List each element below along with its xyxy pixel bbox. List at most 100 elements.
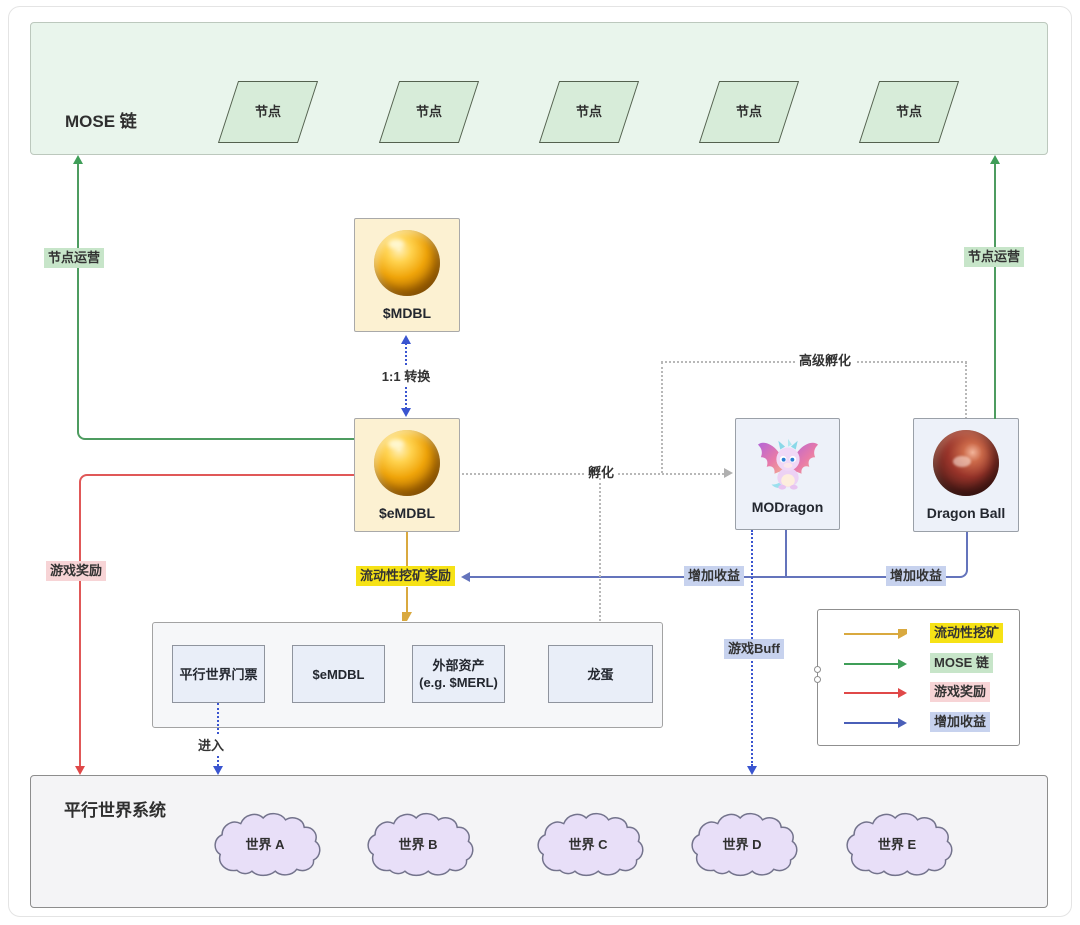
- arrow-up-icon: [401, 335, 411, 344]
- hatch-egg-line: [599, 478, 601, 645]
- game-rewards-line: [79, 474, 354, 766]
- world-label: 世界 A: [245, 837, 285, 852]
- boost-left-label: 增加收益: [684, 566, 745, 586]
- emdbl-box: $eMDBL: [354, 418, 460, 532]
- modragon-label: MODragon: [751, 499, 824, 515]
- boost-line-modragon: [785, 530, 787, 577]
- cloud-icon: [214, 812, 321, 877]
- cloud-icon: [537, 812, 644, 877]
- cloud-world-d: 世界 D: [686, 808, 798, 884]
- node-operation-right-line: [994, 157, 996, 419]
- node-label: 节点: [735, 104, 762, 119]
- game-buff-label: 游戏Buff: [724, 639, 784, 659]
- legend-handle-icon: [814, 676, 821, 683]
- arrow-down-icon: [213, 766, 223, 775]
- node-label: 节点: [415, 104, 442, 119]
- dragonball-label: Dragon Ball: [926, 504, 1006, 521]
- arrow-right-icon: [724, 468, 733, 478]
- cloud-world-e: 世界 E: [841, 808, 953, 884]
- gold-orb-icon: [374, 229, 440, 296]
- asset-label: 外部资产: [432, 658, 485, 673]
- world-label: 世界 C: [568, 837, 608, 852]
- mdbl-label: $MDBL: [382, 304, 432, 321]
- arrow-down-icon: [401, 408, 411, 417]
- legend-row: MOSE 链: [818, 653, 1019, 675]
- cloud-icon: [846, 812, 953, 877]
- legend-arrowhead-icon: [898, 659, 907, 669]
- node-operation-right-label: 节点运营: [964, 247, 1025, 267]
- arrow-up-icon: [73, 155, 83, 164]
- advanced-hatch-label: 高级孵化: [795, 351, 856, 371]
- mose-chain-title: MOSE 链: [65, 112, 137, 131]
- legend-arrowhead-icon: [898, 718, 907, 728]
- node-parallelogram: 节点: [858, 81, 960, 143]
- asset-label: 平行世界门票: [179, 666, 258, 682]
- enter-label: 进入: [194, 736, 229, 756]
- legend-arrowhead-icon: [898, 629, 907, 639]
- legend-arrow-icon: [844, 633, 898, 635]
- node-label: 节点: [575, 104, 602, 119]
- cloud-world-b: 世界 B: [362, 808, 474, 884]
- legend-row: 增加收益: [818, 712, 1019, 734]
- asset-box-external: 外部资产 (e.g. $MERL): [412, 645, 505, 703]
- node-parallelogram: 节点: [538, 81, 640, 143]
- asset-box-ticket: 平行世界门票: [172, 645, 265, 703]
- legend-label: 流动性挖矿: [930, 623, 1004, 643]
- node-label: 节点: [895, 104, 922, 119]
- legend-arrow-icon: [844, 722, 898, 724]
- modragon-box: MODragon: [735, 418, 840, 530]
- dragon-icon: [757, 438, 818, 490]
- mdbl-box: $MDBL: [354, 218, 460, 332]
- legend-arrow-icon: [844, 692, 898, 694]
- card-border: [8, 6, 1072, 917]
- world-system-title: 平行世界系统: [64, 801, 166, 820]
- boost-line-dragonball: [944, 530, 968, 578]
- liquidity-line: [406, 532, 408, 567]
- cloud-world-a: 世界 A: [209, 808, 321, 884]
- world-label: 世界 D: [722, 837, 762, 852]
- cloud-icon: [367, 812, 474, 877]
- legend-handle-icon: [814, 666, 821, 673]
- arrow-down-icon: [747, 766, 757, 775]
- advanced-hatch-line: [965, 362, 967, 419]
- asset-label: $eMDBL: [312, 666, 365, 682]
- asset-label: 龙蛋: [587, 666, 614, 682]
- cloud-world-c: 世界 C: [532, 808, 644, 884]
- node-label: 节点: [254, 104, 281, 119]
- world-label: 世界 B: [398, 837, 438, 852]
- legend-arrow-icon: [844, 663, 898, 665]
- gold-orb-icon: [374, 429, 440, 496]
- legend: 流动性挖矿 MOSE 链 游戏奖励 增加收益: [814, 609, 1020, 746]
- legend-label: MOSE 链: [930, 653, 993, 673]
- game-rewards-label: 游戏奖励: [46, 561, 107, 581]
- boost-right-label: 增加收益: [886, 566, 947, 586]
- dragonball-box: Dragon Ball: [913, 418, 1019, 532]
- world-label: 世界 E: [877, 837, 917, 852]
- mose-chain-band: MOSE 链 节点 节点 节点 节点 节点: [30, 22, 1048, 155]
- enter-line: [217, 703, 219, 766]
- node-parallelogram: 节点: [378, 81, 480, 143]
- node-parallelogram: 节点: [698, 81, 800, 143]
- liquidity-line: [406, 587, 408, 612]
- legend-row: 游戏奖励: [818, 682, 1019, 704]
- arrow-down-icon: [402, 612, 412, 621]
- node-parallelogram: 节点: [217, 81, 319, 143]
- node-operation-left-line: [77, 157, 354, 440]
- liquidity-reward-label: 流动性挖矿奖励: [356, 566, 456, 586]
- legend-arrowhead-icon: [898, 688, 907, 698]
- cloud-icon: [691, 812, 798, 877]
- legend-row: 流动性挖矿: [818, 623, 1019, 645]
- asset-box-emdbl: $eMDBL: [292, 645, 385, 703]
- arrow-left-icon: [461, 572, 470, 582]
- asset-box-egg: 龙蛋: [548, 645, 653, 703]
- advanced-hatch-line: [661, 362, 663, 473]
- asset-sublabel: (e.g. $MERL): [419, 675, 498, 690]
- conversion-label: 1:1 转换: [372, 367, 440, 387]
- legend-label: 增加收益: [930, 712, 991, 732]
- arrow-down-icon: [75, 766, 85, 775]
- emdbl-label: $eMDBL: [378, 504, 435, 521]
- hatch-label: 孵化: [584, 463, 619, 483]
- dragon-ball-icon: [933, 429, 999, 496]
- legend-label: 游戏奖励: [930, 682, 991, 702]
